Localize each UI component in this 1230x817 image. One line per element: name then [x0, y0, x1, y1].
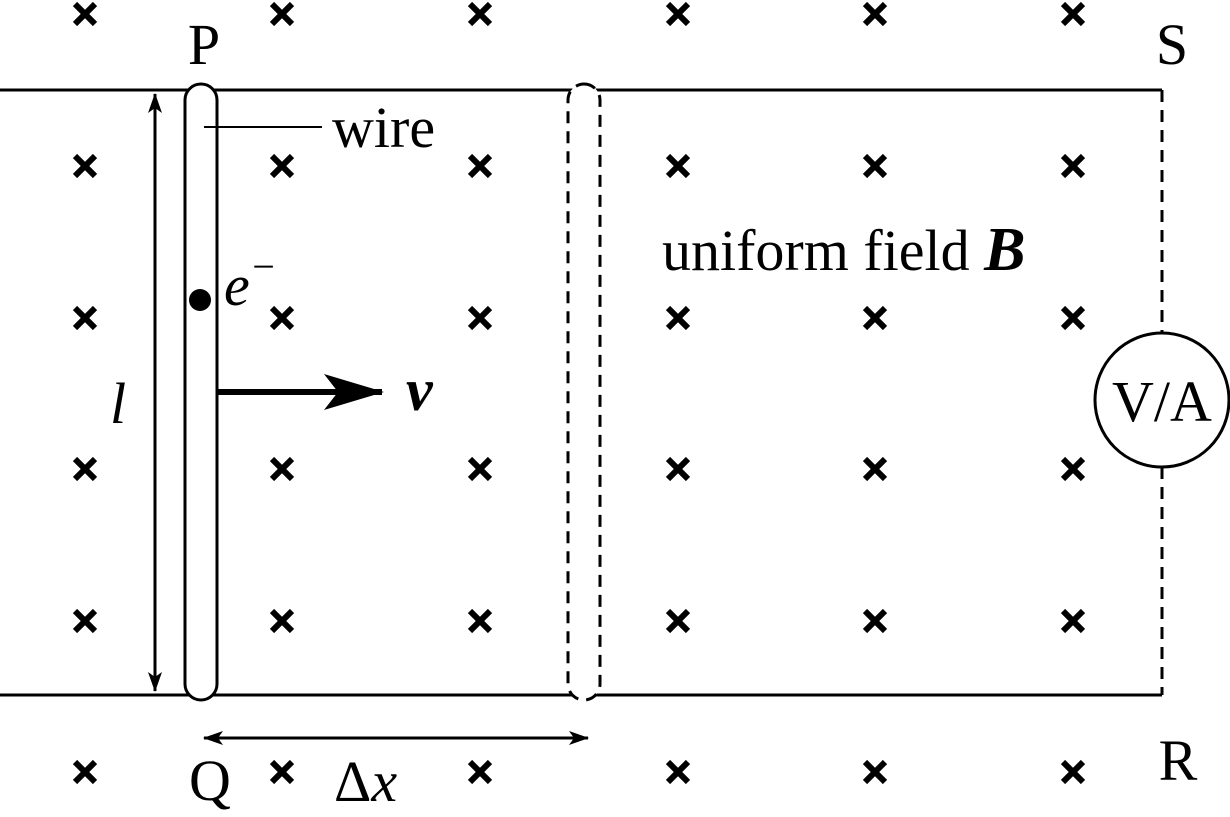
- label-P: P: [188, 12, 220, 77]
- field-marker: [862, 759, 888, 785]
- field-marker: [665, 456, 691, 482]
- wire-label: wire: [332, 95, 435, 160]
- label-R: R: [1159, 728, 1198, 793]
- field-marker: [467, 1, 493, 27]
- field-marker: [72, 153, 98, 179]
- field-marker: [269, 456, 295, 482]
- label-S: S: [1156, 12, 1188, 77]
- field-marker: [467, 456, 493, 482]
- field-marker: [1060, 759, 1086, 785]
- field-marker: [467, 608, 493, 634]
- field-marker: [665, 1, 691, 27]
- meter-label: V/A: [1112, 369, 1212, 434]
- field-marker: [269, 1, 295, 27]
- field-markers: [72, 1, 1086, 785]
- field-marker: [269, 759, 295, 785]
- field-marker: [862, 153, 888, 179]
- field-marker: [269, 305, 295, 331]
- field-marker: [665, 153, 691, 179]
- field-marker: [665, 305, 691, 331]
- field-marker: [1060, 1, 1086, 27]
- field-marker: [72, 759, 98, 785]
- field-marker: [72, 305, 98, 331]
- field-marker: [467, 153, 493, 179]
- label-Q: Q: [189, 748, 231, 813]
- displacement-label: Δx: [334, 749, 397, 814]
- field-marker: [467, 305, 493, 331]
- field-marker: [862, 456, 888, 482]
- field-marker: [1060, 608, 1086, 634]
- field-label: uniform field B: [662, 216, 1026, 284]
- field-marker: [269, 153, 295, 179]
- field-marker: [72, 608, 98, 634]
- field-marker: [72, 1, 98, 27]
- meter-circle: [1093, 331, 1230, 469]
- field-marker: [862, 608, 888, 634]
- field-marker: [467, 759, 493, 785]
- wire-displaced-position: [566, 82, 602, 702]
- field-marker: [862, 305, 888, 331]
- field-marker: [1060, 456, 1086, 482]
- electron-label: e−: [224, 244, 277, 318]
- field-marker: [269, 608, 295, 634]
- field-marker: [665, 759, 691, 785]
- electron-dot: [189, 289, 211, 311]
- length-label: l: [110, 371, 126, 436]
- field-marker: [862, 1, 888, 27]
- field-marker: [72, 456, 98, 482]
- field-marker: [665, 608, 691, 634]
- velocity-label: v: [406, 357, 434, 423]
- field-marker: [1060, 153, 1086, 179]
- field-marker: [1060, 305, 1086, 331]
- moving-wire: [183, 82, 219, 702]
